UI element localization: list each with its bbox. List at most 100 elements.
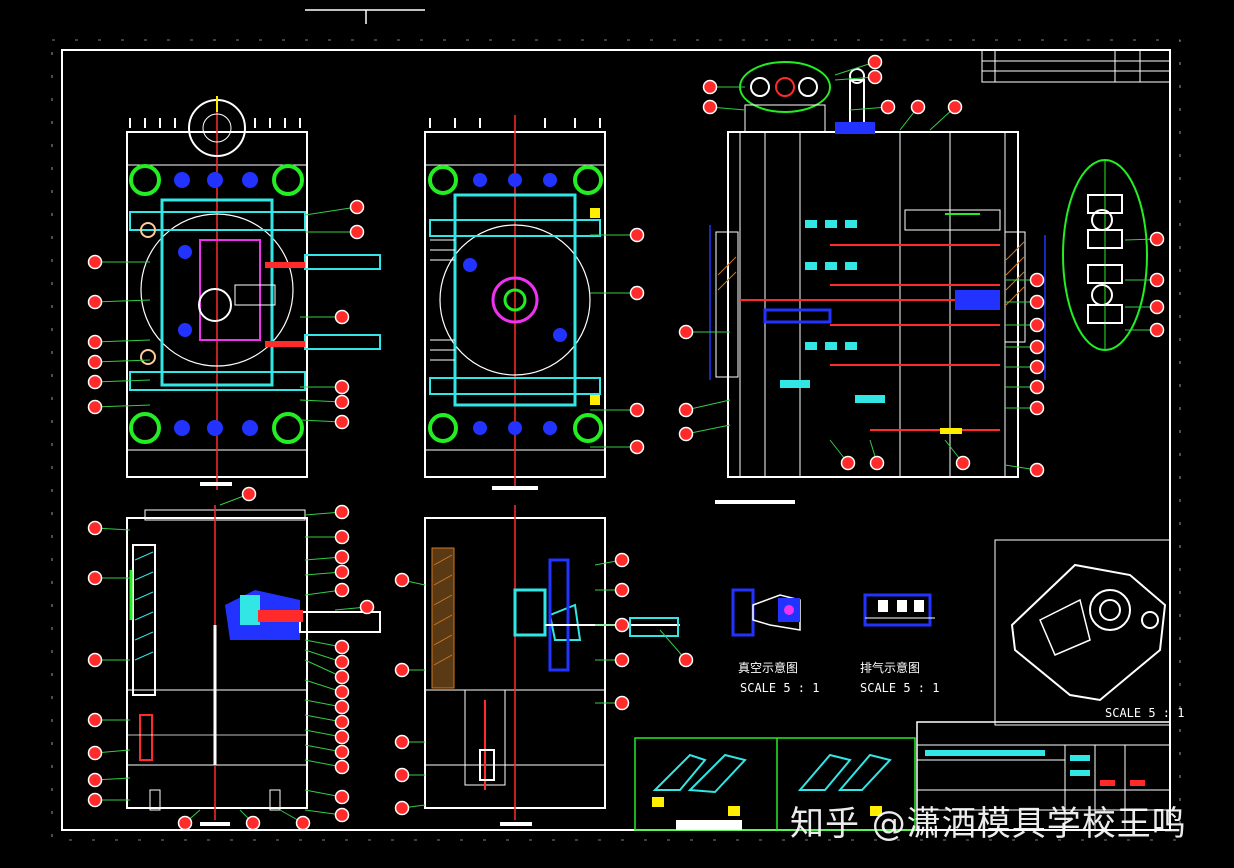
part-balloon [87, 745, 103, 761]
part-balloon [867, 69, 883, 85]
part-balloon [334, 699, 350, 715]
part-balloon [295, 815, 311, 831]
part-balloon [702, 99, 718, 115]
part-balloon [87, 354, 103, 370]
part-balloon [334, 654, 350, 670]
detail-venting-title: 排气示意图 [860, 660, 920, 675]
part-balloon [678, 402, 694, 418]
detail-vacuum: 真空示意图 SCALE 5 : 1 [731, 588, 819, 695]
part-balloon [334, 529, 350, 545]
part-balloons [87, 54, 1165, 831]
isometric-part-view: SCALE 5 : 1 [994, 539, 1184, 726]
part-balloon [87, 712, 103, 728]
part-balloon [1029, 462, 1045, 478]
leader-line [304, 206, 358, 216]
part-balloon [349, 199, 365, 215]
part-balloon [334, 504, 350, 520]
drawing-frame [51, 39, 1181, 841]
part-balloon [1149, 299, 1165, 315]
part-balloon [910, 99, 926, 115]
leader-line [94, 379, 151, 383]
part-balloon [334, 684, 350, 700]
part-balloon [87, 570, 103, 586]
part-balloon [334, 729, 350, 745]
part-balloon [614, 582, 630, 598]
part-balloon [955, 455, 971, 471]
part-balloon [334, 379, 350, 395]
part-balloon [880, 99, 896, 115]
part-balloon [394, 572, 410, 588]
part-balloon [1149, 272, 1165, 288]
part-balloon [334, 669, 350, 685]
view-side-section-a [126, 505, 381, 826]
leader-line [685, 424, 731, 435]
part-balloon [245, 815, 261, 831]
leader-line [94, 359, 151, 363]
part-balloon [334, 549, 350, 565]
part-balloon [840, 455, 856, 471]
leader-line [94, 404, 151, 408]
part-balloon [1029, 359, 1045, 375]
part-balloon [1029, 339, 1045, 355]
part-balloon [394, 800, 410, 816]
part-balloon [1029, 317, 1045, 333]
detail-venting: 排气示意图 SCALE 5 : 1 [860, 593, 939, 695]
detail-vacuum-title: 真空示意图 [738, 660, 798, 675]
part-balloon [334, 744, 350, 760]
part-balloon [678, 426, 694, 442]
part-balloon [334, 714, 350, 730]
part-balloon [87, 254, 103, 270]
part-balloon [947, 99, 963, 115]
part-balloon [1029, 379, 1045, 395]
part-balloon [614, 617, 630, 633]
part-balloon [359, 599, 375, 615]
view-cavity-side-plan [424, 115, 606, 490]
part-balloon [87, 294, 103, 310]
part-balloon [614, 652, 630, 668]
part-balloon [678, 324, 694, 340]
part-balloon [241, 486, 257, 502]
leader-lines [94, 61, 1158, 824]
part-balloon [702, 79, 718, 95]
part-balloon [87, 652, 103, 668]
part-balloon [867, 54, 883, 70]
view-core-side-plan [126, 96, 381, 490]
part-balloon [1149, 322, 1165, 338]
part-balloon [394, 767, 410, 783]
view-slider-detail [1062, 159, 1148, 351]
detail-vacuum-scale: SCALE 5 : 1 [740, 681, 819, 695]
view-side-section-b [424, 505, 680, 826]
part-balloon [334, 807, 350, 823]
leader-line [685, 399, 731, 411]
part-balloon [629, 285, 645, 301]
part-balloon [869, 455, 885, 471]
part-balloon [87, 520, 103, 536]
leader-line [94, 339, 151, 343]
part-balloon [678, 652, 694, 668]
part-balloon [629, 402, 645, 418]
part-balloon [334, 582, 350, 598]
part-balloon [394, 734, 410, 750]
watermark-text: 知乎 @潇洒模具学校王鸣 [790, 804, 1187, 844]
part-balloon [334, 564, 350, 580]
view-main-section [709, 61, 1046, 504]
part-balloon [1029, 294, 1045, 310]
part-balloon [87, 334, 103, 350]
part-balloon [629, 227, 645, 243]
top-mark [305, 9, 425, 24]
part-balloon [614, 695, 630, 711]
pin-detail-boxes [634, 737, 916, 831]
part-balloon [87, 772, 103, 788]
part-balloon [1029, 272, 1045, 288]
part-balloon [177, 815, 193, 831]
part-balloon [334, 789, 350, 805]
revision-table [981, 49, 1171, 83]
part-balloon [349, 224, 365, 240]
isometric-scale: SCALE 5 : 1 [1105, 706, 1184, 720]
part-balloon [1029, 400, 1045, 416]
part-balloon [1149, 231, 1165, 247]
part-balloon [334, 759, 350, 775]
part-balloon [87, 399, 103, 415]
part-balloon [334, 309, 350, 325]
